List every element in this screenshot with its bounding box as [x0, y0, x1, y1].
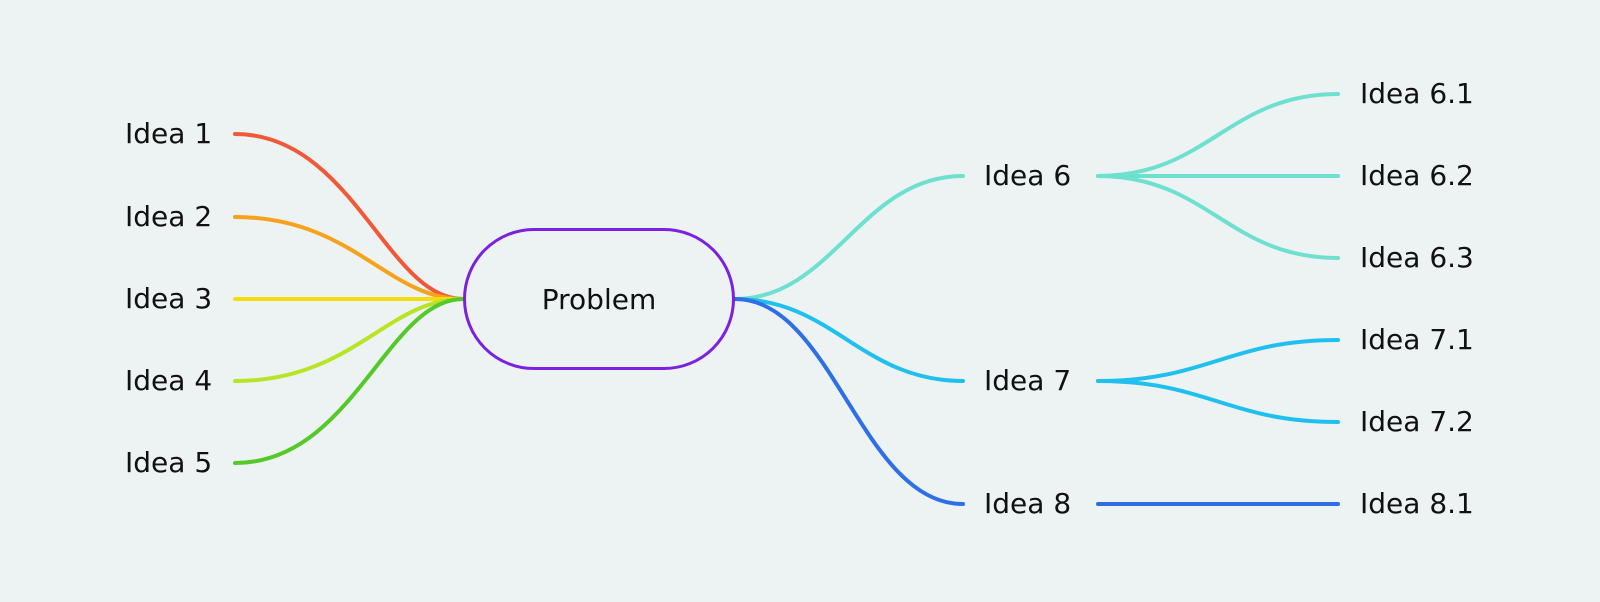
node-idea-5[interactable]: Idea 5 — [125, 446, 213, 479]
connector-idea-6-1 — [1096, 92, 1340, 178]
connector-idea-4 — [233, 297, 465, 383]
node-idea-7-2[interactable]: Idea 7.2 — [1360, 405, 1474, 438]
node-idea-6-3[interactable]: Idea 6.3 — [1360, 241, 1474, 274]
node-idea-1[interactable]: Idea 1 — [125, 117, 213, 150]
node-idea-6[interactable]: Idea 6 — [984, 159, 1072, 192]
root-node-problem[interactable]: Problem — [463, 228, 735, 370]
connector-idea-8 — [733, 297, 965, 506]
node-idea-3[interactable]: Idea 3 — [125, 282, 213, 315]
node-idea-6-2[interactable]: Idea 6.2 — [1360, 159, 1474, 192]
connector-idea-7-2 — [1096, 379, 1340, 424]
connector-idea-2 — [233, 215, 465, 301]
node-idea-7[interactable]: Idea 7 — [984, 364, 1072, 397]
connector-idea-1 — [233, 132, 465, 301]
node-idea-8-1[interactable]: Idea 8.1 — [1360, 487, 1474, 520]
connector-idea-5 — [233, 297, 465, 465]
connector-idea-6-3 — [1096, 174, 1340, 260]
connector-idea-7-1 — [1096, 338, 1340, 383]
node-idea-8[interactable]: Idea 8 — [984, 487, 1072, 520]
node-idea-4[interactable]: Idea 4 — [125, 364, 213, 397]
node-idea-6-1[interactable]: Idea 6.1 — [1360, 77, 1474, 110]
node-idea-2[interactable]: Idea 2 — [125, 200, 213, 233]
root-node-label: Problem — [541, 282, 657, 316]
node-idea-7-1[interactable]: Idea 7.1 — [1360, 323, 1474, 356]
connector-idea-6 — [733, 174, 965, 301]
connector-idea-7 — [733, 297, 965, 383]
